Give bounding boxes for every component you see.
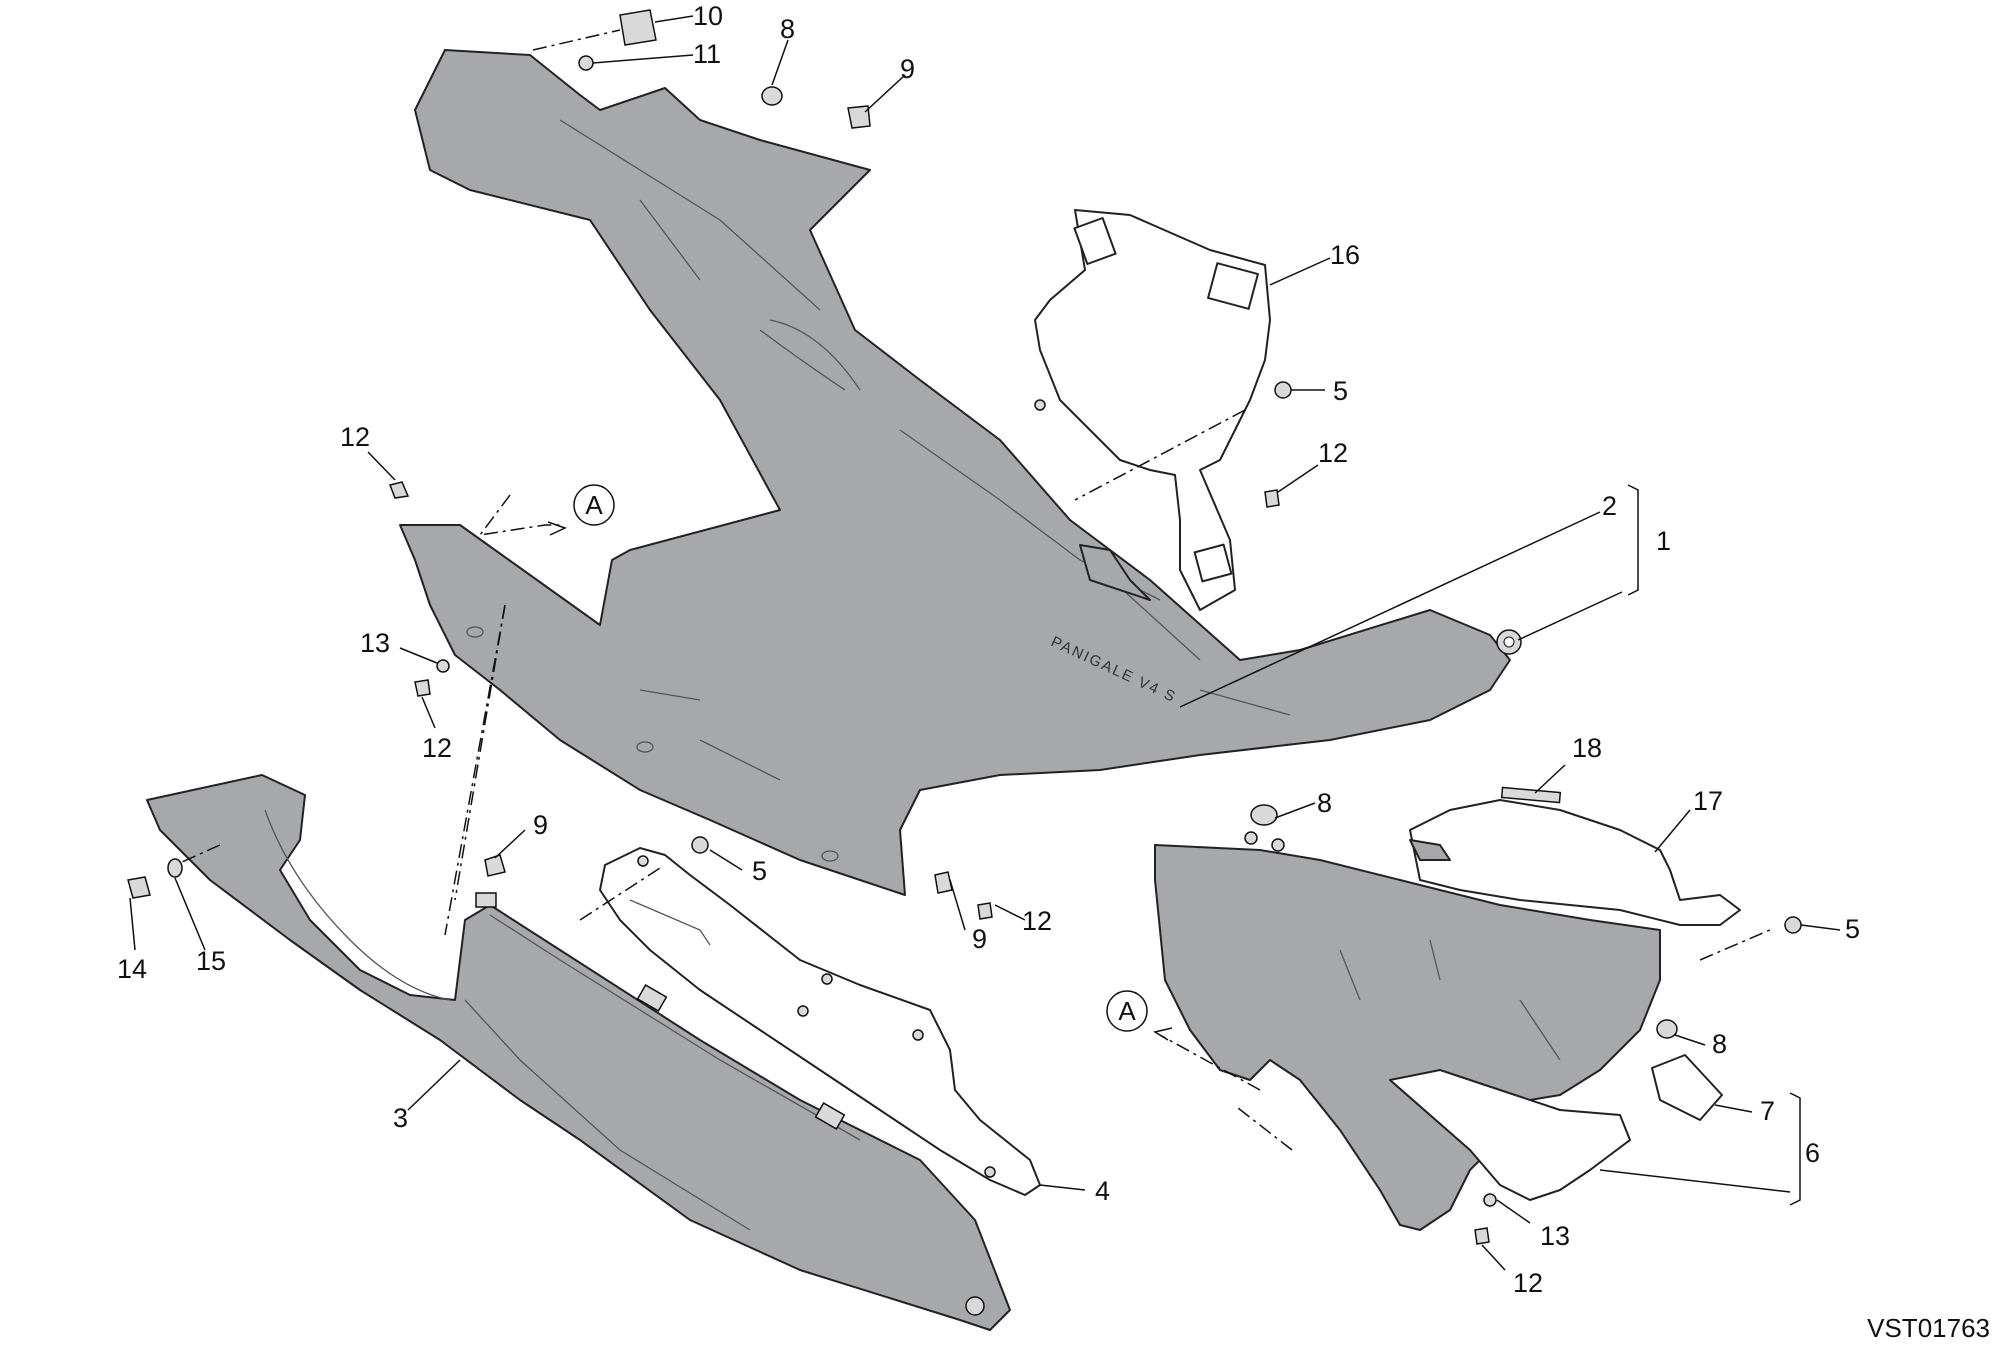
callout-18: 18 — [1572, 733, 1602, 763]
callout-15: 15 — [196, 946, 226, 976]
callout-12a: 12 — [1318, 438, 1348, 468]
callout-1: 1 — [1656, 526, 1671, 556]
callout-8a: 8 — [780, 14, 795, 44]
callout-16: 16 — [1330, 240, 1360, 270]
screw-part-14 — [127, 876, 151, 899]
callout-12b: 12 — [340, 422, 370, 452]
svg-text:A: A — [585, 490, 603, 520]
clip-part-9c — [934, 871, 953, 894]
assembly-lines — [181, 29, 1771, 1151]
callout-14: 14 — [117, 954, 147, 984]
callout-7: 7 — [1760, 1096, 1775, 1126]
callout-10: 10 — [693, 1, 723, 31]
svg-text:A: A — [1118, 996, 1136, 1026]
bracket-part-4 — [599, 847, 1041, 1196]
washer-part-15 — [167, 858, 183, 878]
bracket-part-16 — [1034, 209, 1271, 611]
bushing-part-8b — [1250, 804, 1278, 826]
strip-part-18 — [1500, 786, 1562, 804]
pad-part-10 — [619, 9, 657, 46]
callout-12c: 12 — [422, 733, 452, 763]
nut-part-5b — [691, 836, 709, 854]
bushing-part-8c — [1656, 1019, 1678, 1039]
grommet-part-11 — [578, 55, 594, 71]
drawing-code: VST01763 — [1867, 1313, 1990, 1343]
callout-8c: 8 — [1712, 1029, 1727, 1059]
washer-part-13a — [436, 659, 450, 673]
callout-3: 3 — [393, 1103, 408, 1133]
leader-lines — [129, 15, 1841, 1271]
view-ref-a-top: A — [547, 484, 615, 536]
screw-part-12d — [977, 902, 993, 920]
callout-4: 4 — [1095, 1176, 1110, 1206]
callout-5b: 5 — [752, 856, 767, 886]
callout-12d: 12 — [1022, 906, 1052, 936]
callout-numbers: 10 11 8 9 16 5 12 2 1 12 13 12 9 5 14 15… — [117, 1, 1860, 1298]
callout-9c: 9 — [972, 924, 987, 954]
screw-part-12a — [388, 481, 410, 499]
callout-13a: 13 — [360, 628, 390, 658]
view-ref-a-bottom: A — [1106, 990, 1173, 1041]
washer-part-13b — [1483, 1193, 1497, 1207]
callout-9a: 9 — [900, 54, 915, 84]
side-fairing-part-17 — [1154, 799, 1741, 1231]
nut-part-5a — [1274, 381, 1292, 399]
callout-17: 17 — [1693, 786, 1723, 816]
hardware-items — [127, 9, 1802, 1245]
screw-part-12b — [1264, 489, 1280, 508]
callout-8b: 8 — [1317, 788, 1332, 818]
callout-5a: 5 — [1333, 376, 1348, 406]
callout-2: 2 — [1602, 491, 1617, 521]
nut-part-5c — [1784, 916, 1802, 934]
callout-5c: 5 — [1845, 914, 1860, 944]
callout-11: 11 — [693, 39, 721, 69]
bushing-part-8a — [761, 86, 783, 106]
callout-9b: 9 — [533, 810, 548, 840]
screw-part-12e — [1474, 1227, 1490, 1245]
screw-part-12c — [414, 679, 431, 697]
lower-fairing-part-3 — [146, 774, 1011, 1331]
clip-part-9b — [484, 854, 506, 877]
clip-part-9a — [847, 105, 871, 129]
main-lower-fairing: PANIGALE V4 S — [399, 49, 1522, 896]
callout-12e: 12 — [1513, 1268, 1543, 1298]
callout-13b: 13 — [1540, 1221, 1570, 1251]
callout-6: 6 — [1805, 1138, 1820, 1168]
